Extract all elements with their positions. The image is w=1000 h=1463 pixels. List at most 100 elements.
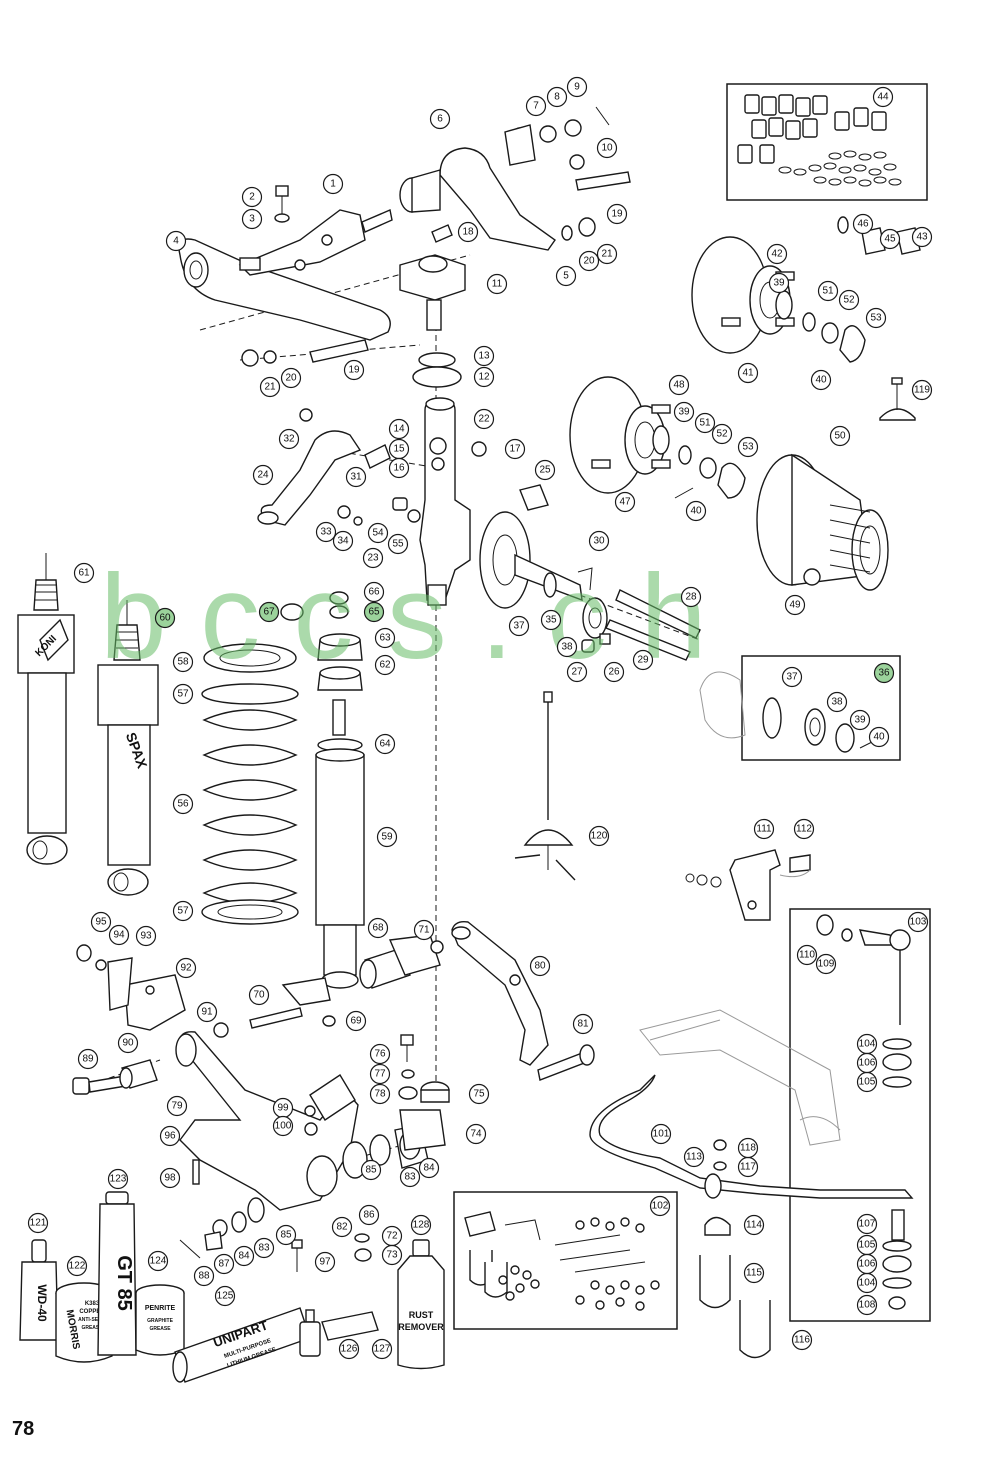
- hub-47: [569, 376, 746, 499]
- bolt-2-3: [274, 185, 290, 223]
- callout-26: 26: [603, 661, 625, 683]
- callout-85: 85: [275, 1224, 297, 1246]
- callout-number: 117: [740, 1162, 756, 1173]
- callout-number: 37: [513, 621, 525, 632]
- callout-55: 55: [387, 533, 409, 555]
- callout-118: 118: [737, 1137, 759, 1159]
- callout-53: 53: [865, 307, 887, 329]
- callout-number: 90: [122, 1038, 134, 1049]
- callout-56: 56: [172, 793, 194, 815]
- callout-number: 39: [678, 407, 690, 418]
- callout-number: 76: [374, 1049, 386, 1060]
- callout-92: 92: [175, 957, 197, 979]
- callout-25: 25: [534, 459, 556, 481]
- k383-line3: ANTI-SEIZE: [78, 1317, 106, 1323]
- callout-number: 83: [258, 1243, 270, 1254]
- callout-20: 20: [280, 367, 302, 389]
- callout-84: 84: [233, 1245, 255, 1267]
- callout-number: 13: [478, 351, 490, 362]
- gt85-label: GT 85: [113, 1255, 135, 1311]
- callout-number: 51: [699, 418, 711, 429]
- callout-number: 52: [843, 295, 855, 306]
- callout-34: 34: [332, 530, 354, 552]
- callout-number: 111: [756, 824, 772, 835]
- callout-74: 74: [465, 1123, 487, 1145]
- callout-85: 85: [360, 1159, 382, 1181]
- callout-54: 54: [367, 522, 389, 544]
- callout-number: 4: [173, 236, 179, 247]
- callout-number: 72: [386, 1231, 398, 1242]
- callout-102: 102: [649, 1195, 671, 1217]
- callout-30: 30: [588, 530, 610, 552]
- droplink-103: [816, 914, 912, 1310]
- callout-number: 113: [686, 1152, 702, 1163]
- nuts-33-55: [337, 497, 421, 526]
- callout-31: 31: [345, 466, 367, 488]
- callout-number: 40: [690, 506, 702, 517]
- callout-number: 25: [539, 465, 551, 476]
- callout-number: 41: [742, 368, 754, 379]
- callout-number: 10: [601, 143, 613, 154]
- callout-number: 8: [554, 92, 560, 103]
- callout-19: 19: [606, 203, 628, 225]
- callout-number: 124: [150, 1256, 167, 1267]
- callout-75: 75: [468, 1083, 490, 1105]
- callout-number: 118: [740, 1143, 756, 1154]
- callout-number: 79: [171, 1101, 183, 1112]
- callout-number: 110: [799, 950, 815, 961]
- callout-77: 77: [369, 1063, 391, 1085]
- callout-number: 96: [164, 1131, 176, 1142]
- callout-80: 80: [529, 955, 551, 977]
- callout-number: 83: [404, 1172, 416, 1183]
- callout-107: 107: [856, 1213, 878, 1235]
- callout-number: 52: [716, 429, 728, 440]
- callout-number: 44: [877, 92, 889, 103]
- product-rust-remover: RUST REMOVER: [397, 1239, 445, 1370]
- hub-41: [691, 236, 866, 363]
- callout-13: 13: [473, 345, 495, 367]
- parts-72-78: [354, 1034, 450, 1262]
- callout-number: 89: [82, 1054, 94, 1065]
- callout-40: 40: [868, 726, 890, 748]
- callout-number: 80: [534, 961, 546, 972]
- callout-81: 81: [572, 1013, 594, 1035]
- callout-number: 107: [859, 1219, 876, 1230]
- callout-number: 20: [583, 256, 595, 267]
- callout-number: 53: [742, 442, 754, 453]
- callout-52: 52: [838, 289, 860, 311]
- steering-arm: [257, 408, 391, 526]
- wd40-label: WD-40: [35, 1284, 49, 1322]
- callout-number: 77: [374, 1069, 386, 1080]
- callout-126: 126: [338, 1338, 360, 1360]
- vertical-link: [419, 397, 487, 606]
- callout-number: 106: [859, 1058, 876, 1069]
- stub-axle-assembly: [479, 484, 608, 639]
- product-wd40: WD-40: [19, 1239, 59, 1341]
- lower-wishbone: [175, 1031, 429, 1211]
- callout-number: 17: [509, 444, 521, 455]
- callout-number: 23: [367, 553, 379, 564]
- callout-109: 109: [815, 953, 837, 975]
- callout-97: 97: [314, 1251, 336, 1273]
- callout-number: 105: [859, 1077, 876, 1088]
- callout-37: 37: [781, 666, 803, 688]
- callout-number: 2: [249, 192, 255, 203]
- callout-62: 62: [374, 654, 396, 676]
- callout-57: 57: [172, 683, 194, 705]
- callout-78: 78: [369, 1083, 391, 1105]
- callout-7: 7: [525, 95, 547, 117]
- callout-38: 38: [556, 636, 578, 658]
- lower-link-68-71: [249, 934, 444, 1029]
- callout-number: 28: [685, 592, 697, 603]
- callout-number: 69: [350, 1016, 362, 1027]
- callout-number: 34: [337, 536, 349, 547]
- callout-number: 99: [277, 1103, 289, 1114]
- callout-number: 26: [608, 667, 620, 678]
- callout-number: 88: [198, 1271, 210, 1282]
- callout-28: 28: [680, 586, 702, 608]
- anti-roll-bar: [589, 1009, 914, 1359]
- callout-6: 6: [429, 108, 451, 130]
- coil-spring: [201, 643, 299, 925]
- callout-number: 58: [177, 657, 189, 668]
- callout-73: 73: [381, 1244, 403, 1266]
